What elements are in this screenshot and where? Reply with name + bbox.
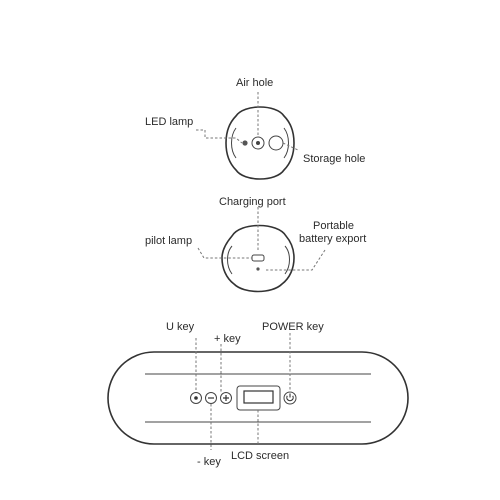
led-lamp-icon	[242, 140, 248, 146]
portable-battery-label-line2: battery export	[299, 233, 366, 245]
storage-hole-label: Storage hole	[303, 153, 365, 165]
portable-battery-label-line1: Portable	[313, 220, 354, 232]
plus-key-label: + key	[214, 333, 241, 345]
led-lamp-label: LED lamp	[145, 116, 193, 128]
top-end-view: Air hole LED lamp Storage hole	[145, 77, 365, 180]
power-key-label: POWER key	[262, 321, 324, 333]
lcd-screen-label: LCD screen	[231, 450, 289, 462]
bottom-end-body	[221, 224, 295, 293]
pilot-lamp-label: pilot lamp	[145, 235, 192, 247]
minus-key-button[interactable]	[205, 392, 217, 404]
charging-port-label: Charging port	[219, 196, 286, 208]
u-key-label: U key	[166, 321, 195, 333]
air-hole-icon	[251, 136, 265, 150]
pilot-lamp-icon	[256, 267, 260, 271]
air-hole-label: Air hole	[236, 77, 273, 89]
plus-key-button[interactable]	[220, 392, 232, 404]
front-view: U key + key POWER key - key LCD screen	[107, 321, 409, 468]
u-key-button[interactable]	[190, 392, 202, 404]
bottom-end-view: Charging port pilot lamp Portable batter…	[145, 196, 366, 293]
minus-key-label: - key	[197, 456, 221, 468]
